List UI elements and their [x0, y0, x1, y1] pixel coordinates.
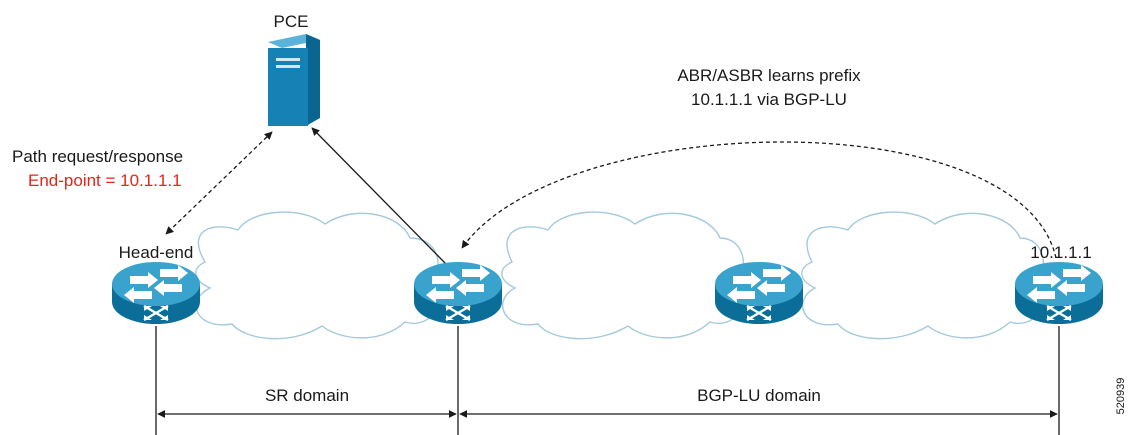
path-request-arrow: [165, 131, 273, 235]
path-request-label: Path request/response: [12, 147, 183, 166]
sr-domain-label: SR domain: [265, 386, 349, 405]
abr-router-icon: [412, 260, 504, 326]
sr-domain-cloud: [195, 211, 439, 340]
abr-note-line2: 10.1.1.1 via BGP-LU: [691, 90, 847, 109]
abr-note-line1: ABR/ASBR learns prefix: [677, 66, 861, 85]
pce-server-icon: [268, 34, 320, 126]
endpoint-label: 10.1.1.1: [1030, 243, 1091, 262]
figure-id: 520939: [1115, 378, 1127, 415]
transit-router-icon: [713, 260, 805, 326]
bgp-lu-learn-arrow: [461, 141, 1057, 259]
head-end-router-icon: [110, 260, 202, 326]
bgp-lu-cloud-left: [501, 211, 745, 340]
end-point-label: End-point = 10.1.1.1: [28, 171, 182, 190]
bgp-lu-domain-label: BGP-LU domain: [697, 386, 821, 405]
bgp-lu-cloud-right: [801, 211, 1045, 340]
abr-to-pce-arrow: [311, 127, 447, 265]
endpoint-router-icon: [1013, 260, 1105, 326]
pce-label: PCE: [274, 12, 309, 31]
head-end-label: Head-end: [119, 243, 194, 262]
